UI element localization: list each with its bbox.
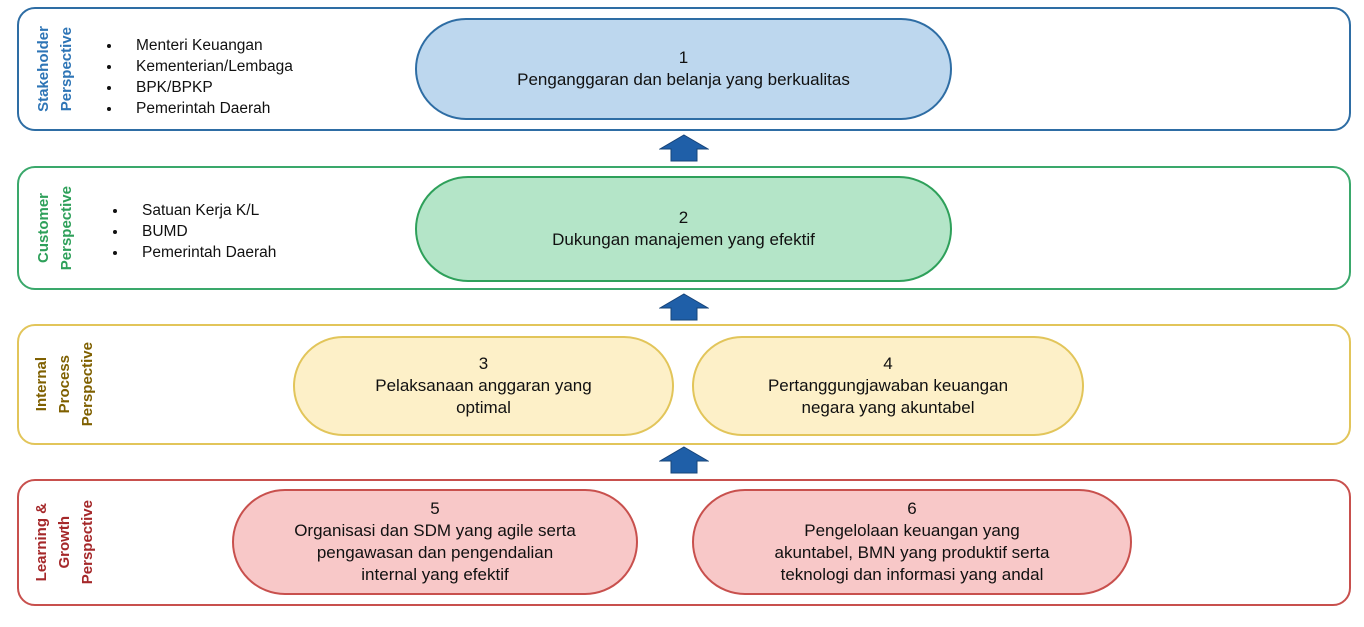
objective-number: 1 [678,48,689,67]
objective-number: 5 [430,499,440,518]
stakeholder-perspective-label: Stakeholder Perspective [33,9,77,129]
objective-text: Penganggaran dan belanja yang berkualita… [517,70,850,89]
label-line: Perspective [58,185,75,271]
arrow-up-icon [659,134,709,162]
label-line: Stakeholder [35,26,52,112]
objective-text: Pelaksanaan anggaran yang [375,376,592,395]
label-line: Growth [56,516,73,569]
objective-text: Dukungan manajemen yang efektif [552,230,815,249]
internal-process-perspective-row: Internal Process Perspective [17,324,1351,445]
objective-2: 2 Dukungan manajemen yang efektif [415,176,952,282]
stakeholder-list: Menteri Keuangan Kementerian/Lembaga BPK… [104,35,293,119]
objective-1: 1 Penganggaran dan belanja yang berkuali… [415,18,952,120]
learning-growth-perspective-label: Learning & Growth Perspective [31,481,98,604]
list-item: Satuan Kerja K/L [128,200,276,221]
label-line: Perspective [79,342,96,427]
label-line: Learning & [33,503,50,582]
list-item: Pemerintah Daerah [122,98,293,119]
objective-4: 4 Pertanggungjawaban keuangan negara yan… [692,336,1084,436]
objective-text: Pengelolaan keuangan yang [804,521,1020,540]
objective-text: negara yang akuntabel [801,398,975,417]
objective-number: 3 [478,354,489,373]
objective-text: pengawasan dan pengendalian [316,543,554,562]
list-item: Kementerian/Lembaga [122,56,293,77]
arrow-up-icon [659,446,709,474]
objective-text: Organisasi dan SDM yang agile serta [294,521,576,540]
objective-number: 2 [678,208,689,227]
internal-process-perspective-label: Internal Process Perspective [31,326,98,443]
label-line: Process [56,355,73,414]
label-line: Internal [33,357,50,412]
list-item: Pemerintah Daerah [128,242,276,263]
label-line: Perspective [58,26,75,112]
list-item: Menteri Keuangan [122,35,293,56]
objective-text: teknologi dan informasi yang andal [780,565,1044,584]
label-line: Customer [35,192,52,263]
objective-5: 5 Organisasi dan SDM yang agile serta pe… [232,489,638,595]
objective-text: Pertanggungjawaban keuangan [767,376,1009,395]
objective-number: 6 [907,499,917,518]
list-item: BPK/BPKP [122,77,293,98]
objective-text: optimal [456,398,511,417]
objective-text: akuntabel, BMN yang produktif serta [774,543,1050,562]
label-line: Perspective [79,500,96,585]
customer-list: Satuan Kerja K/L BUMD Pemerintah Daerah [110,200,276,263]
arrow-up-icon [659,293,709,321]
objective-3: 3 Pelaksanaan anggaran yang optimal [293,336,674,436]
list-item: BUMD [128,221,276,242]
learning-growth-perspective-row: Learning & Growth Perspective [17,479,1351,606]
objective-number: 4 [883,354,893,373]
objective-text: internal yang efektif [361,565,509,584]
objective-6: 6 Pengelolaan keuangan yang akuntabel, B… [692,489,1132,595]
customer-perspective-label: Customer Perspective [33,168,77,288]
